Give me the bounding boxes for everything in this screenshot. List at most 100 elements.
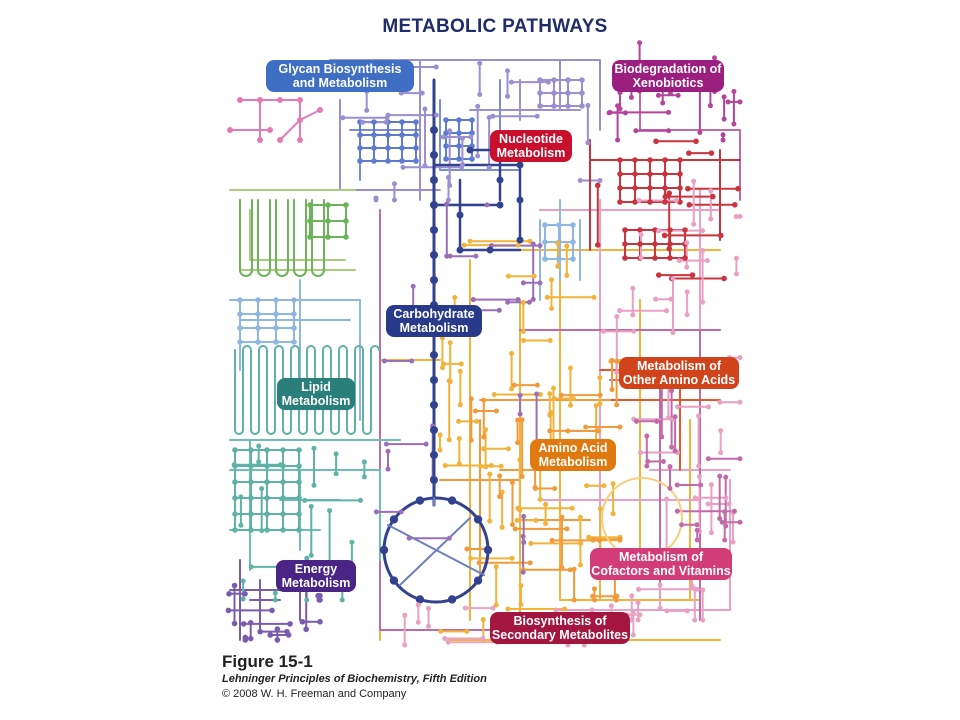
metabolite-node — [297, 97, 303, 103]
metabolite-node — [280, 527, 286, 533]
metabolite-node — [484, 202, 490, 208]
metabolite-node — [511, 382, 517, 388]
metabolite-node — [237, 97, 243, 103]
metabolite-node — [509, 479, 515, 485]
label-lipid-line1: Lipid — [301, 380, 331, 394]
metabolite-node — [585, 102, 591, 108]
metabolite-node — [542, 222, 548, 228]
metabolite-node — [515, 440, 521, 446]
metabolite-node — [447, 340, 453, 346]
metabolite-node — [343, 202, 349, 208]
metabolite-node — [240, 578, 246, 584]
metabolite-node — [665, 415, 671, 421]
metabolite-node — [672, 414, 678, 420]
metabolite-node — [303, 626, 309, 633]
label-other-amino-line1: Metabolism of — [636, 359, 722, 373]
metabolite-node — [371, 158, 377, 164]
metabolite-node — [272, 590, 278, 596]
metabolite-node — [296, 511, 302, 517]
metabolite-node — [516, 196, 524, 204]
metabolite-node — [257, 628, 264, 635]
label-xenobiotics-line2: Xenobiotics — [632, 76, 704, 90]
metabolite-node — [597, 401, 603, 407]
metabolite-node — [442, 636, 448, 642]
metabolite-node — [708, 216, 714, 222]
metabolite-node — [238, 494, 244, 500]
metabolite-node — [570, 396, 576, 402]
metabolite-node — [547, 391, 553, 397]
metabolite-node — [516, 161, 524, 169]
metabolite-node — [593, 403, 599, 409]
metabolite-node — [700, 587, 706, 593]
metabolite-node — [735, 185, 741, 192]
metabolite-node — [456, 130, 462, 136]
metabolite-node — [445, 197, 451, 203]
metabolite-node — [617, 536, 623, 542]
metabolite-node — [686, 150, 692, 156]
metabolite-node — [477, 60, 483, 66]
metabolite-node — [608, 603, 614, 609]
metabolite-node — [480, 616, 486, 622]
pathway-line — [257, 199, 271, 277]
metabolite-node — [733, 255, 739, 261]
metabolite-node — [596, 428, 602, 434]
metabolite-node — [325, 202, 331, 208]
metabolite-node — [248, 447, 254, 453]
metabolite-node — [730, 539, 736, 545]
metabolite-node — [520, 300, 526, 306]
metabolite-node — [674, 508, 680, 514]
book-title: Lehninger Principles of Biochemistry, Fi… — [222, 673, 487, 685]
metabolite-node — [385, 448, 391, 454]
metabolite-node — [548, 410, 554, 416]
metabolite-node — [430, 376, 438, 384]
metabolite-node — [527, 238, 533, 244]
metabolite-node — [551, 90, 557, 96]
metabolite-node — [708, 188, 714, 194]
metabolite-node — [456, 418, 462, 424]
metabolite-node — [653, 296, 659, 302]
metabolite-node — [518, 583, 524, 589]
metabolite-node — [601, 483, 607, 489]
metabolite-node — [559, 565, 565, 571]
metabolite-node — [512, 526, 518, 532]
metabolite-node — [304, 597, 310, 603]
metabolite-node — [666, 128, 672, 134]
metabolite-node — [456, 156, 462, 162]
metabolite-node — [381, 358, 387, 364]
metabolite-node — [248, 463, 254, 469]
metabolite-node — [696, 413, 702, 419]
metabolite-node — [264, 463, 270, 469]
metabolite-node — [543, 501, 549, 507]
metabolite-node — [361, 474, 367, 480]
metabolite-node — [514, 517, 520, 523]
metabolite-node — [673, 197, 679, 203]
metabolite-node — [660, 459, 666, 465]
metabolite-node — [585, 140, 591, 146]
metabolite-node — [528, 540, 534, 546]
metabolite-node — [498, 463, 504, 469]
metabolite-node — [473, 253, 479, 259]
metabolite-node — [707, 103, 713, 109]
metabolite-node — [357, 158, 363, 164]
metabolite-node — [430, 426, 438, 434]
metabolite-node — [733, 214, 739, 220]
metabolite-node — [732, 202, 738, 208]
metabolite-node — [445, 639, 451, 645]
metabolite-node — [430, 226, 438, 234]
metabolite-node — [291, 311, 297, 317]
metabolite-node — [578, 540, 584, 546]
figure-number: Figure 15-1 — [222, 652, 313, 671]
metabolite-node — [231, 582, 238, 589]
metabolite-node — [437, 432, 443, 438]
metabolite-node — [237, 311, 243, 317]
metabolite-node — [232, 479, 238, 485]
label-secondary-metabolites: Biosynthesis of Secondary Metabolites — [490, 612, 630, 644]
metabolite-node — [517, 457, 523, 463]
metabolite-node — [644, 463, 650, 469]
metabolite-node — [662, 193, 669, 200]
metabolite-node — [694, 522, 700, 528]
metabolite-node — [675, 92, 681, 98]
metabolite-node — [349, 539, 355, 545]
metabolite-node — [547, 338, 553, 344]
metabolite-node — [520, 329, 526, 335]
